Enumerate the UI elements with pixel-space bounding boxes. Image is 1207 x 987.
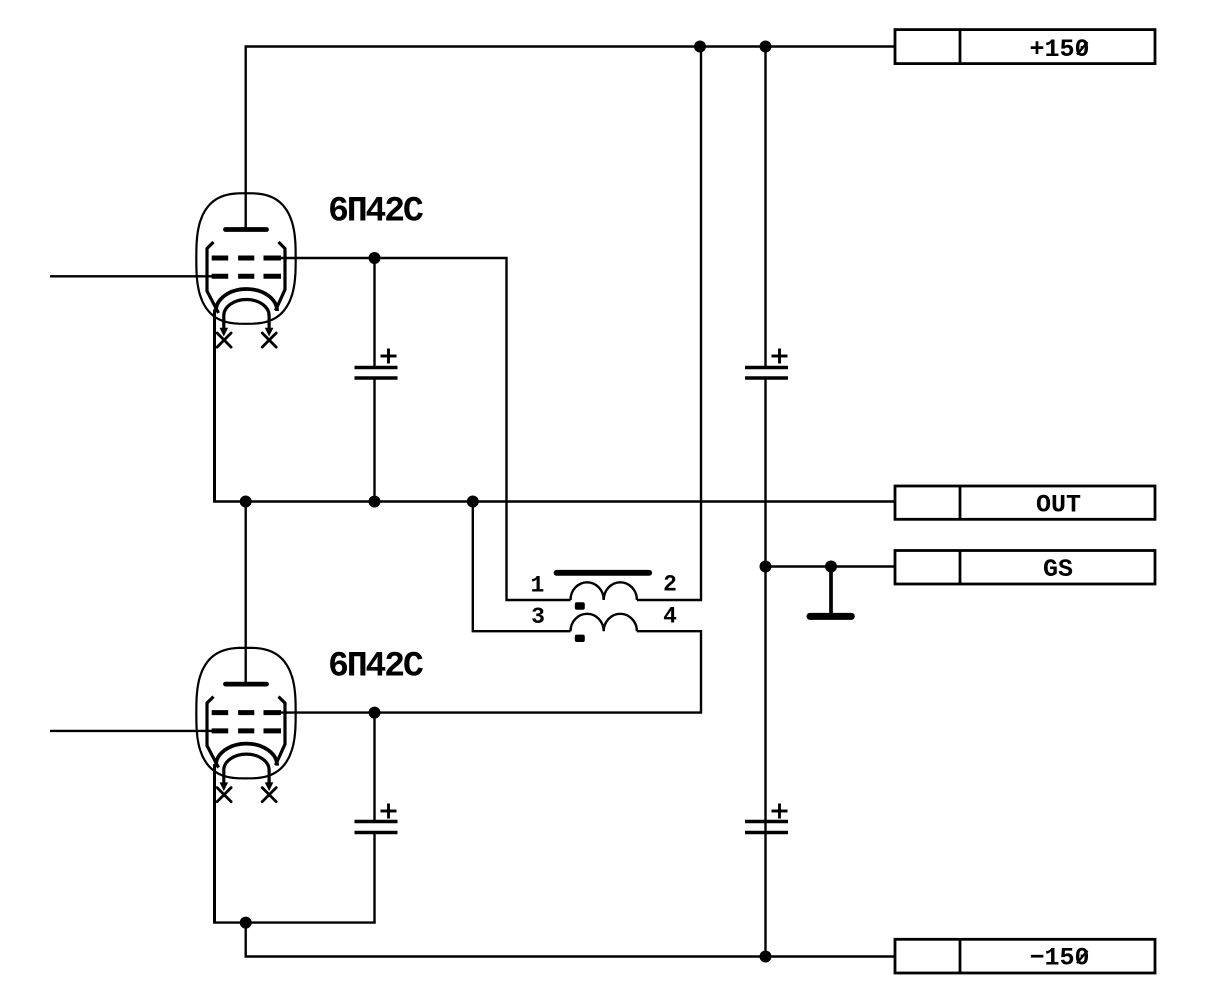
svg-text:OUT: OUT [1036,491,1081,520]
svg-text:2: 2 [663,572,677,598]
svg-text:+150: +150 [1029,35,1089,64]
svg-text:4: 4 [663,604,677,630]
svg-text:1: 1 [530,573,544,599]
svg-text:6П42С: 6П42С [328,647,424,687]
svg-text:GS: GS [1043,555,1073,584]
svg-text:6П42С: 6П42С [328,192,424,232]
svg-text:3: 3 [531,604,545,630]
svg-text:−150: −150 [1029,944,1089,973]
